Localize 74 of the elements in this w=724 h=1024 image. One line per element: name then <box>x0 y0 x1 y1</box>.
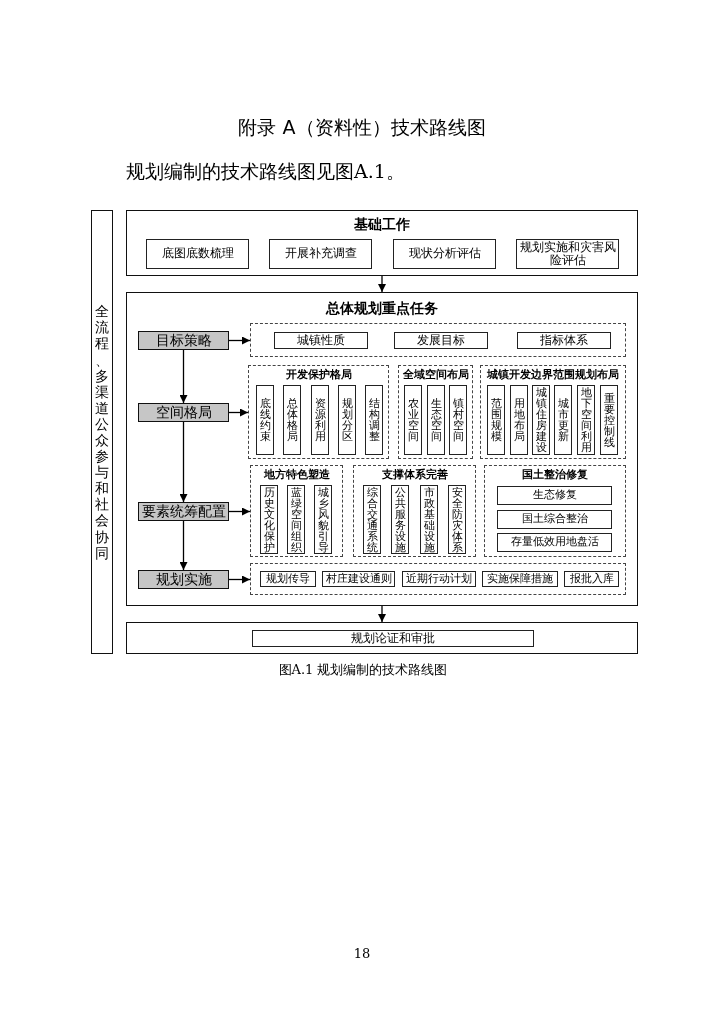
process-box: 城乡风貌引导 <box>314 485 332 554</box>
process-box: 指标体系 <box>517 332 611 349</box>
process-box: 开展补充调查 <box>269 239 372 269</box>
process-box: 范围规模 <box>487 385 505 455</box>
process-box: 生态空间 <box>427 385 445 455</box>
process-box: 镇村空间 <box>449 385 467 455</box>
process-box: 发展目标 <box>394 332 488 349</box>
group-box <box>126 622 638 654</box>
stage-box: 要素统筹配置 <box>138 502 229 521</box>
stage-box: 规划实施 <box>138 570 229 589</box>
arrow <box>378 275 386 293</box>
process-box: 存量低效用地盘活 <box>497 533 612 552</box>
process-box: 蓝绿空间组织 <box>287 485 305 554</box>
process-box: 规划传导 <box>260 571 316 587</box>
body-text: 规划编制的技术路线图见图A.1。 <box>126 160 405 183</box>
group-title: 总体规划重点任务 <box>326 301 438 317</box>
process-box: 生态修复 <box>497 486 612 505</box>
process-box: 市政基础设施 <box>420 485 438 554</box>
page-number: 18 <box>353 946 371 962</box>
figure-caption: 图A.1 规划编制的技术路线图 <box>278 662 448 678</box>
side-panel: 全流程、多渠道公众参与和社会协同 <box>91 210 113 654</box>
stage-box: 空间格局 <box>138 403 229 422</box>
dashed-group-box <box>250 563 626 595</box>
process-box: 底线约束 <box>256 385 274 455</box>
group-box <box>126 292 638 606</box>
arrow <box>228 408 249 417</box>
process-box: 公共服务设施 <box>391 485 409 554</box>
process-box: 现状分析评估 <box>393 239 496 269</box>
dashed-group-box <box>480 365 626 459</box>
group-title: 国土整治修复 <box>522 469 588 482</box>
dashed-group-box <box>484 465 626 557</box>
process-box: 城镇住房建设 <box>532 385 550 455</box>
process-box: 规划论证和审批 <box>252 630 534 647</box>
arrow <box>228 507 251 516</box>
process-box: 结构调整 <box>365 385 383 455</box>
group-title: 基础工作 <box>354 217 410 233</box>
process-box: 城镇性质 <box>274 332 368 349</box>
arrow <box>179 520 188 571</box>
arrow <box>378 605 386 623</box>
dashed-group-box <box>250 465 343 557</box>
process-box: 总体格局 <box>283 385 301 455</box>
arrow <box>228 575 251 584</box>
stage-box: 目标策略 <box>138 331 229 350</box>
process-box: 报批入库 <box>564 571 619 587</box>
process-box: 城市更新 <box>554 385 572 455</box>
dashed-group-box <box>398 365 473 459</box>
process-box: 综合交通系统 <box>363 485 381 554</box>
process-box: 近期行动计划 <box>402 571 476 587</box>
process-box: 历史文化保护 <box>260 485 278 554</box>
dashed-group-box <box>250 323 626 357</box>
group-title: 地方特色塑造 <box>263 469 330 482</box>
arrow <box>179 349 188 404</box>
process-box: 规划实施和灾害风险评估 <box>516 239 619 269</box>
page-title: 附录 A（资料性）技术路线图 <box>238 116 486 139</box>
process-box: 农业空间 <box>404 385 422 455</box>
group-title: 开发保护格局 <box>285 369 352 382</box>
process-box: 安全防灾体系 <box>448 485 466 554</box>
arrow <box>179 421 188 503</box>
process-box: 资源利用 <box>311 385 329 455</box>
process-box: 重要控制线 <box>600 385 618 455</box>
process-box: 地下空间利用 <box>577 385 595 455</box>
dashed-group-box <box>248 365 389 459</box>
process-box: 村庄建设通则 <box>322 571 395 587</box>
dashed-group-box <box>353 465 476 557</box>
arrow <box>228 336 251 345</box>
process-box: 实施保障措施 <box>482 571 558 587</box>
group-title: 全域空间布局 <box>402 369 469 382</box>
process-box: 用地布局 <box>510 385 528 455</box>
group-title: 城镇开发边界范围规划布局 <box>487 369 619 382</box>
group-box <box>126 210 638 276</box>
group-title: 支撑体系完善 <box>381 469 448 482</box>
process-box: 国土综合整治 <box>497 510 612 529</box>
process-box: 规划分区 <box>338 385 356 455</box>
process-box: 底图底数梳理 <box>146 239 249 269</box>
